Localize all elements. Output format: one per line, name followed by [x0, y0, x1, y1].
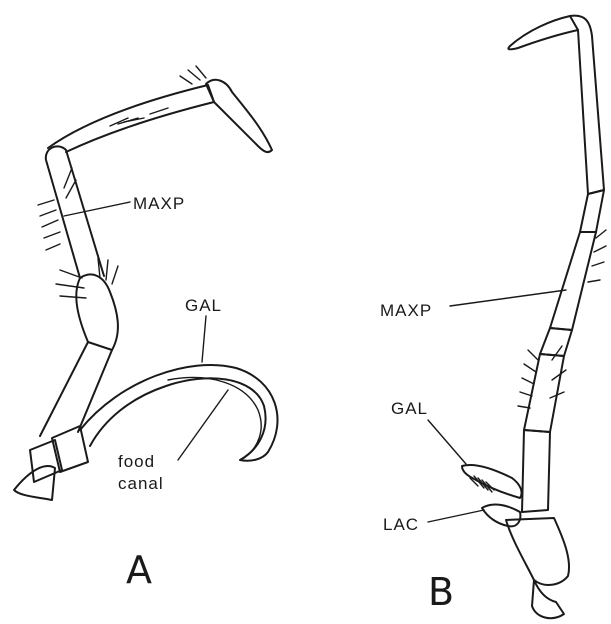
panel-a-palp-seg4	[76, 274, 118, 350]
panel-a-palp-base	[14, 466, 55, 500]
panel-a-food-canal-leader	[178, 390, 228, 460]
panel-b-palp-tip	[508, 16, 578, 49]
panel-b-letter: B	[428, 570, 455, 614]
panel-b-palp-seg-top	[570, 16, 604, 194]
panel-a-food-canal	[168, 378, 261, 458]
panel-b-lacinia	[482, 505, 520, 527]
panel-b-palp-seg3	[550, 232, 596, 330]
panel-b-drawing	[462, 16, 606, 619]
panel-a-palp-tip	[206, 80, 272, 152]
panel-b-galea	[462, 465, 522, 498]
panel-b-base	[506, 518, 569, 585]
panel-b-palp-seg2	[580, 190, 604, 232]
panel-b-lac-label: LAC	[383, 515, 419, 534]
panel-b-gal-leader	[428, 420, 466, 464]
panel-a-palp-seg3	[40, 342, 112, 436]
panel-b-palp-seg4	[540, 328, 572, 356]
panel-a-setae	[38, 66, 206, 298]
panel-b-setae	[518, 230, 606, 408]
panel-b-lac-leader	[428, 510, 484, 522]
panel-a-maxp-leader	[64, 202, 130, 216]
panel-a-palp-seg6	[48, 85, 214, 152]
panel-a-galea	[80, 365, 278, 461]
panel-a-letter: A	[126, 548, 153, 592]
panel-a-palp-seg5	[46, 146, 104, 278]
panel-a-labels: MAXP GAL food canal A	[64, 194, 228, 592]
panel-a-maxp-label: MAXP	[133, 194, 185, 213]
panel-b-palp-seg5	[524, 354, 564, 432]
panel-b-maxp-label: MAXP	[380, 301, 432, 320]
panel-a-gal-leader	[202, 316, 206, 362]
panel-a-drawing	[14, 66, 278, 500]
panel-a-gal-label: GAL	[185, 296, 222, 315]
panel-b-maxp-leader	[450, 290, 566, 306]
panel-a-food-label: food	[118, 452, 155, 471]
panel-b-labels: MAXP GAL LAC B	[380, 290, 566, 614]
panel-b-stipes	[522, 430, 550, 512]
panel-b-gal-label: GAL	[391, 399, 428, 418]
panel-a-canal-label: canal	[118, 474, 164, 493]
